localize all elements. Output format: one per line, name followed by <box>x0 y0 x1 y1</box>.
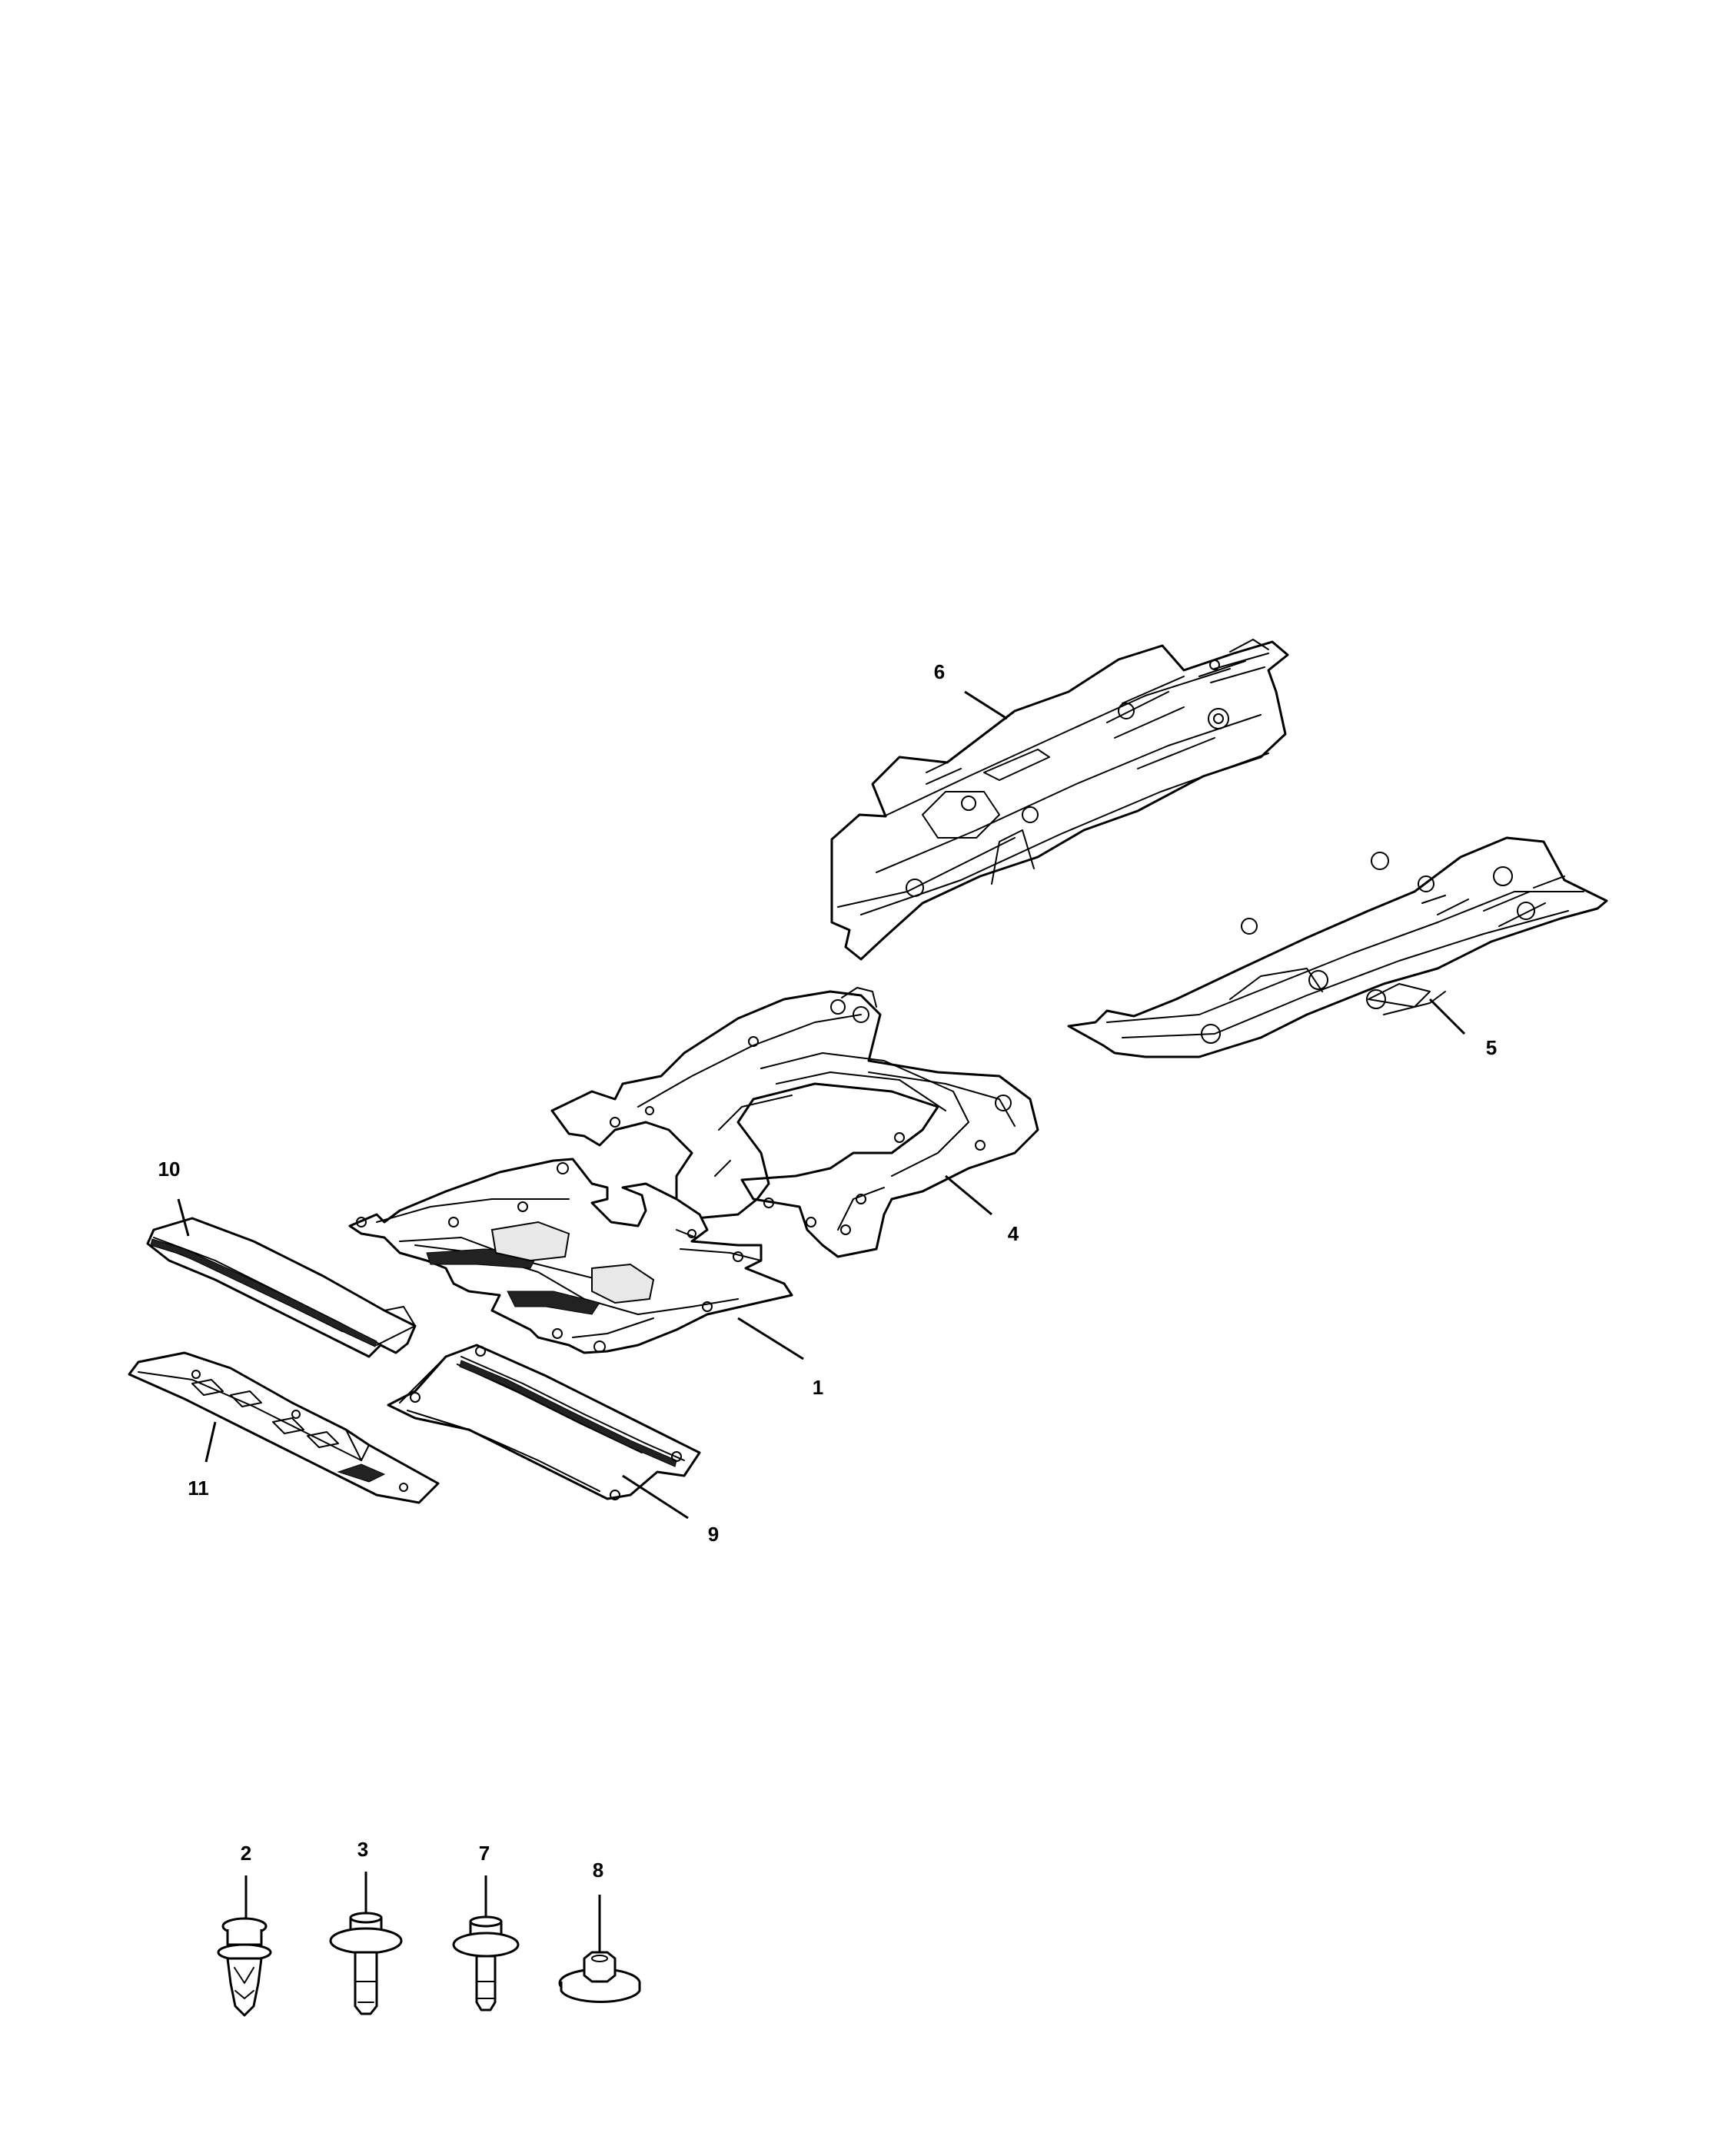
callout-9: 9 <box>622 1474 719 1546</box>
callout-label-4: 4 <box>1008 1222 1019 1245</box>
callout-label-8: 8 <box>593 1859 603 1882</box>
callout-label-1: 1 <box>813 1376 823 1399</box>
callout-5: 5 <box>1428 998 1497 1059</box>
callout-label-10: 10 <box>158 1158 181 1181</box>
callout-label-6: 6 <box>934 660 945 683</box>
push-pin-part-2: 2 <box>217 1842 272 2017</box>
splash-shield-part-10 <box>146 1217 417 1358</box>
callout-4: 4 <box>945 1174 1019 1245</box>
callout-label-2: 2 <box>241 1842 251 1865</box>
callout-label-9: 9 <box>708 1523 719 1546</box>
skid-plate-part-5 <box>1067 836 1608 1058</box>
callout-label-7: 7 <box>479 1842 490 1865</box>
strip-part-11 <box>128 1351 440 1504</box>
bolt-part-3: 3 <box>329 1838 403 2015</box>
flange-nut-part-8: 8 <box>558 1859 641 2003</box>
callout-1: 1 <box>737 1317 823 1399</box>
callout-11: 11 <box>188 1421 217 1500</box>
skid-plate-part-6 <box>830 639 1289 961</box>
callout-6: 6 <box>934 660 1008 720</box>
callout-10: 10 <box>158 1158 190 1237</box>
callout-label-11: 11 <box>188 1477 209 1500</box>
skid-plate-part-1 <box>348 1158 793 1354</box>
skid-plate-part-4 <box>550 987 1039 1258</box>
callout-label-3: 3 <box>357 1838 368 1861</box>
bolt-part-7: 7 <box>452 1842 520 2011</box>
callout-label-5: 5 <box>1486 1036 1497 1059</box>
splash-shield-part-9 <box>387 1344 701 1500</box>
